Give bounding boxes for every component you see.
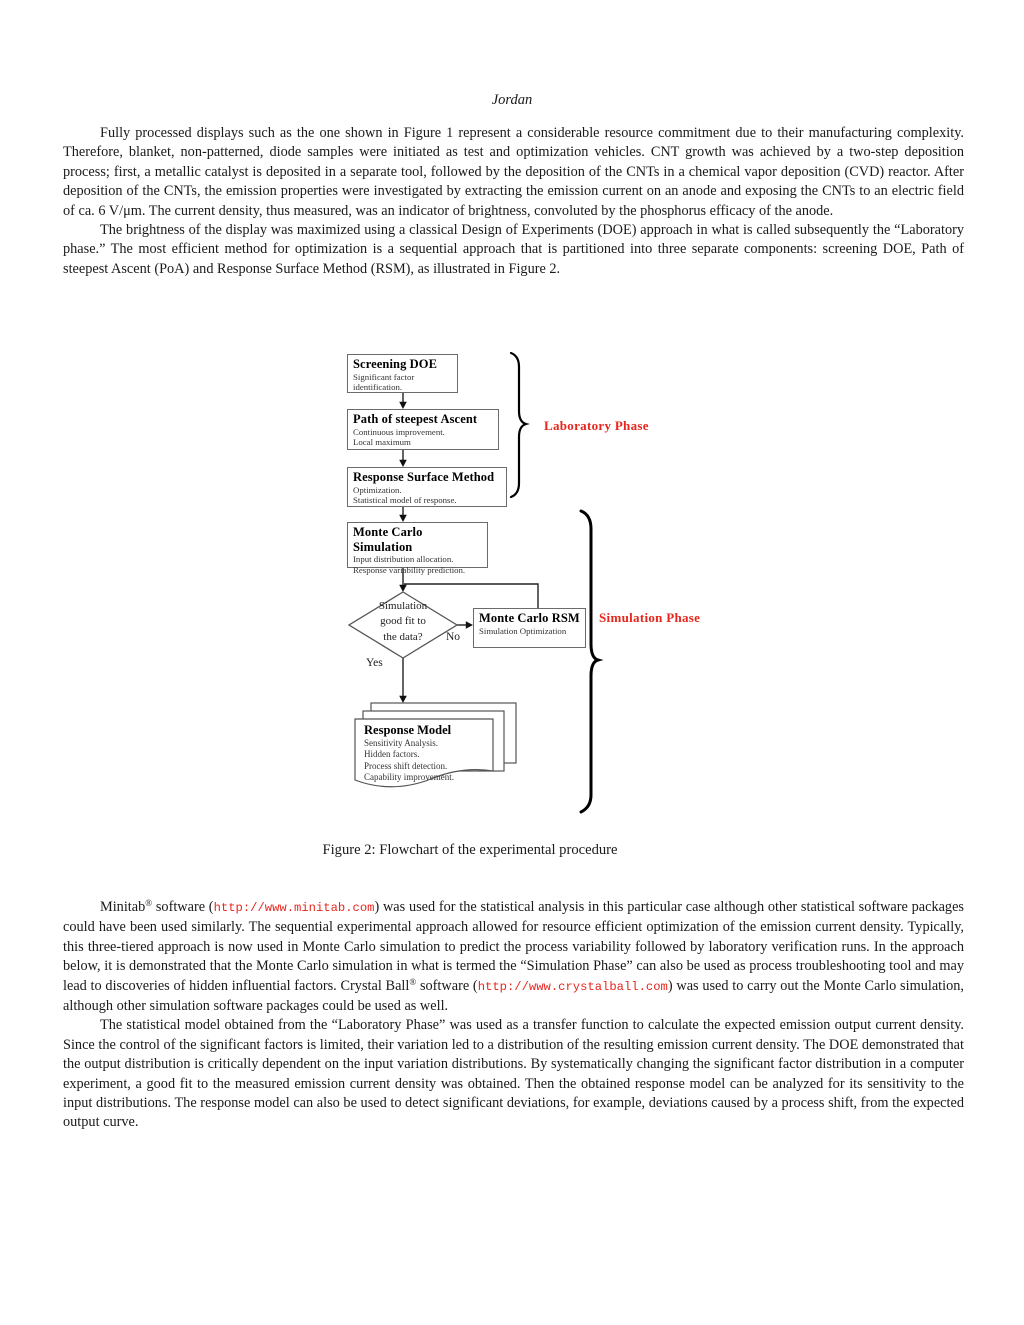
flow-arrowheads (399, 401, 473, 703)
box-line: Input distribution allocation. (353, 554, 454, 564)
decision-line: Simulation (378, 600, 428, 612)
paragraph-1: Fully processed displays such as the one… (63, 125, 964, 219)
text-segment: Minitab (100, 899, 146, 915)
paragraph-3: Minitab® software (http://www.minitab.co… (63, 898, 964, 1016)
body-text-bottom: Minitab® software (http://www.minitab.co… (63, 898, 964, 1133)
flowchart-box-monte-carlo-simulation: Monte Carlo Simulation Input distributio… (347, 522, 488, 575)
box-line: Significant factor (353, 371, 415, 382)
text-segment: ) was used to carry out the Monte Carlo … (63, 977, 964, 1015)
figure-caption: Figure 2: Flowchart of the experimental … (322, 842, 618, 858)
decision-line: the data? (383, 630, 423, 643)
box-line: Local maximum (353, 437, 411, 448)
document-stack-shape (354, 702, 517, 788)
simulation-phase-label: Simulation Phase (599, 610, 701, 625)
box-title: Monte Carlo RSM (479, 611, 580, 625)
flowchart-box-response-surface-method: Response Surface Method Optimization. St… (347, 467, 507, 507)
body-text-top: Fully processed displays such as the one… (63, 124, 964, 279)
box-line: Optimization. (353, 484, 402, 495)
minitab-url[interactable]: http://www.minitab.com (213, 901, 375, 915)
edge-label-yes: Yes (366, 657, 383, 669)
box-title: Path of steepest Ascent (353, 412, 478, 426)
flowchart-box-screening-doe: Screening DOE Significant factor identif… (347, 354, 458, 393)
phase-braces (509, 351, 604, 814)
decision-line: good fit to (380, 615, 426, 628)
text-segment: ) was used for the statistical analysis … (63, 899, 964, 994)
flowchart-box-monte-carlo-rsm: Monte Carlo RSM Simulation Optimization (473, 608, 586, 648)
flowchart-box-path-of-steepest-ascent: Path of steepest Ascent Continuous impro… (347, 409, 499, 450)
box-line: Statistical model of response. (353, 495, 457, 506)
registered-mark: ® (409, 976, 417, 987)
box-title: Monte Carlo Simulation (353, 525, 423, 554)
box-title: Response Model (364, 723, 452, 737)
laboratory-phase-brace (509, 351, 530, 499)
decision-diamond-shape (347, 591, 459, 659)
box-title: Response Surface Method (353, 470, 495, 484)
box-line: Sensitivity Analysis. (364, 737, 439, 748)
box-line: Continuous improvement. (353, 426, 445, 437)
text-segment: software ( (416, 977, 478, 994)
text-segment: software ( (152, 899, 214, 915)
flowchart-doc-response-model: Response Model Sensitivity Analysis. Hid… (364, 723, 454, 784)
simulation-phase-brace (579, 509, 604, 814)
box-title: Screening DOE (353, 357, 438, 371)
flow-arrows (402, 393, 539, 697)
registered-mark: ® (145, 898, 153, 908)
box-line: Simulation Optimization (479, 625, 567, 636)
laboratory-phase-label: Laboratory Phase (544, 418, 649, 433)
crystalball-url[interactable]: http://www.crystalball.com (477, 979, 668, 994)
box-line: Response variability prediction. (353, 564, 466, 575)
edge-label-no: No (446, 631, 461, 643)
decision-diamond: Simulation good fit to the data? (350, 599, 456, 645)
box-line: Hidden factors. (364, 749, 420, 759)
paragraph-4: The statistical model obtained from the … (63, 1017, 964, 1131)
paragraph-2: The brightness of the display was maximi… (63, 222, 964, 277)
box-line: Process shift detection. (364, 760, 448, 771)
box-line: identification. (353, 382, 403, 393)
running-head: Jordan (491, 92, 533, 108)
box-line: Capability improvement. (364, 772, 454, 782)
